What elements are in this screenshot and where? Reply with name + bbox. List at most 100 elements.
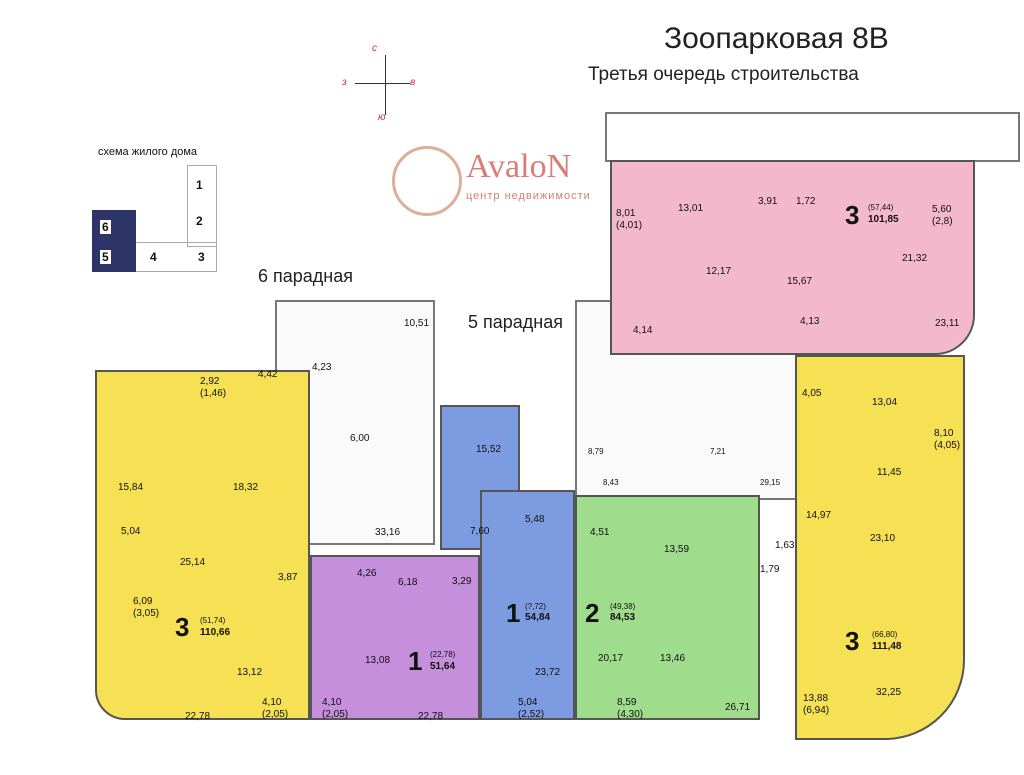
room-area: 21,32 (902, 253, 928, 264)
room-area: 8,10 (934, 428, 954, 439)
apt-living: (22,78) (430, 650, 456, 659)
room-area: 10,51 (404, 318, 430, 329)
scheme-section-2: 2 (196, 214, 203, 228)
room-area: 29,15 (760, 478, 781, 487)
apt-total: 110,66 (200, 627, 231, 638)
apt-rooms: 1 (506, 598, 521, 628)
compass-ns-line (385, 55, 386, 115)
room-area: 4,10 (322, 697, 342, 708)
room-area: 13,59 (664, 544, 690, 555)
room-area: 12,17 (706, 266, 732, 277)
room-area: 23,11 (935, 318, 960, 329)
room-area: 5,48 (525, 514, 545, 525)
room-area: 13,12 (237, 667, 263, 678)
room-area: (6,94) (803, 705, 830, 716)
room-area: 3,91 (758, 196, 778, 207)
room-area: (2,52) (518, 709, 545, 720)
apartment-1-blue[interactable] (480, 490, 575, 720)
apt-total: 101,85 (868, 214, 899, 225)
apt-rooms: 2 (585, 598, 600, 628)
room-area: 6,09 (133, 596, 153, 607)
room-area: 13,08 (365, 655, 391, 666)
apartment-1-purple[interactable] (310, 555, 480, 720)
room-area: 4,42 (258, 369, 278, 380)
room-area: 33,16 (375, 527, 401, 538)
room-area: 8,59 (617, 697, 637, 708)
scheme-section-5: 5 (100, 250, 111, 264)
compass-west: з (342, 77, 347, 88)
apt-total: 84,53 (610, 612, 636, 623)
scheme-section-6: 6 (100, 220, 111, 234)
apartment-3-left[interactable] (95, 370, 310, 720)
room-area: 3,29 (452, 576, 472, 587)
room-area: 26,71 (725, 702, 751, 713)
room-area: 4,51 (590, 527, 610, 538)
room-area: (2,8) (932, 216, 953, 227)
room-area: 22,78 (185, 711, 211, 722)
apt-total: 111,48 (872, 641, 902, 652)
room-area: (3,05) (133, 608, 160, 619)
compass-north: с (372, 43, 377, 54)
room-area: 5,04 (518, 697, 538, 708)
page-subtitle: Третья очередь строительства (588, 64, 859, 85)
scheme-section-1: 1 (196, 178, 203, 192)
apt-living: (66,80) (872, 630, 898, 639)
room-area: 11,45 (877, 467, 902, 478)
apt-rooms: 1 (408, 646, 423, 676)
room-area: 22,78 (418, 711, 444, 722)
room-area: (4,30) (617, 709, 644, 720)
balcony-top (605, 112, 1020, 162)
scheme-section-4: 4 (150, 250, 157, 264)
apt-rooms: 3 (845, 200, 860, 230)
entrance-6-label: 6 парадная (258, 266, 353, 286)
room-area: 5,60 (932, 204, 952, 215)
room-area: 15,52 (476, 444, 502, 455)
room-area: 6,18 (398, 577, 418, 588)
room-area: 15,84 (118, 482, 144, 493)
room-area: 4,14 (633, 325, 653, 336)
room-area: 8,43 (603, 478, 619, 487)
scheme-section-3: 3 (198, 250, 205, 264)
room-area: 4,13 (800, 316, 820, 327)
room-area: 1,79 (760, 564, 780, 575)
apt-living: (49,38) (610, 602, 636, 611)
room-area: 4,23 (312, 362, 332, 373)
room-area: 13,04 (872, 397, 898, 408)
compass-east: в (410, 77, 416, 88)
room-area: 13,01 (678, 203, 704, 214)
room-area: 6,00 (350, 433, 370, 444)
apt-rooms: 3 (175, 612, 190, 642)
room-area: 8,79 (588, 447, 604, 456)
room-area: 20,17 (598, 653, 624, 664)
scheme-highlight (92, 210, 136, 272)
room-area: (4,05) (934, 440, 961, 451)
apartment-2-green[interactable] (575, 495, 760, 720)
room-area: 1,63 (775, 540, 795, 551)
page-title: Зоопарковая 8В (664, 22, 889, 55)
room-area: 13,46 (660, 653, 686, 664)
room-area: (2,05) (262, 709, 289, 720)
apartment-3-pink[interactable] (610, 160, 975, 355)
room-area: 25,14 (180, 557, 206, 568)
room-area: 14,97 (806, 510, 832, 521)
watermark-compass-rose-icon (392, 146, 462, 216)
room-area: 1,72 (796, 196, 816, 207)
room-area: 4,26 (357, 568, 377, 579)
room-area: 13,88 (803, 693, 829, 704)
watermark-tagline: центр недвижимости (466, 190, 591, 202)
scheme-label: схема жилого дома (98, 146, 198, 158)
room-area: 5,04 (121, 526, 141, 537)
room-area: (2,05) (322, 709, 349, 720)
room-area: 23,10 (870, 533, 896, 544)
room-area: 4,10 (262, 697, 282, 708)
room-area: (1,46) (200, 388, 227, 399)
watermark-brand: AvaloN (466, 148, 572, 185)
room-area: 8,01 (616, 208, 636, 219)
room-area: 7,21 (710, 447, 726, 456)
apt-living: (57,44) (868, 203, 894, 212)
room-area: 32,25 (876, 687, 902, 698)
apartment-3-right[interactable] (795, 355, 965, 740)
room-area: (4,01) (616, 220, 643, 231)
room-area: 4,05 (802, 388, 822, 399)
room-area: 2,92 (200, 376, 220, 387)
